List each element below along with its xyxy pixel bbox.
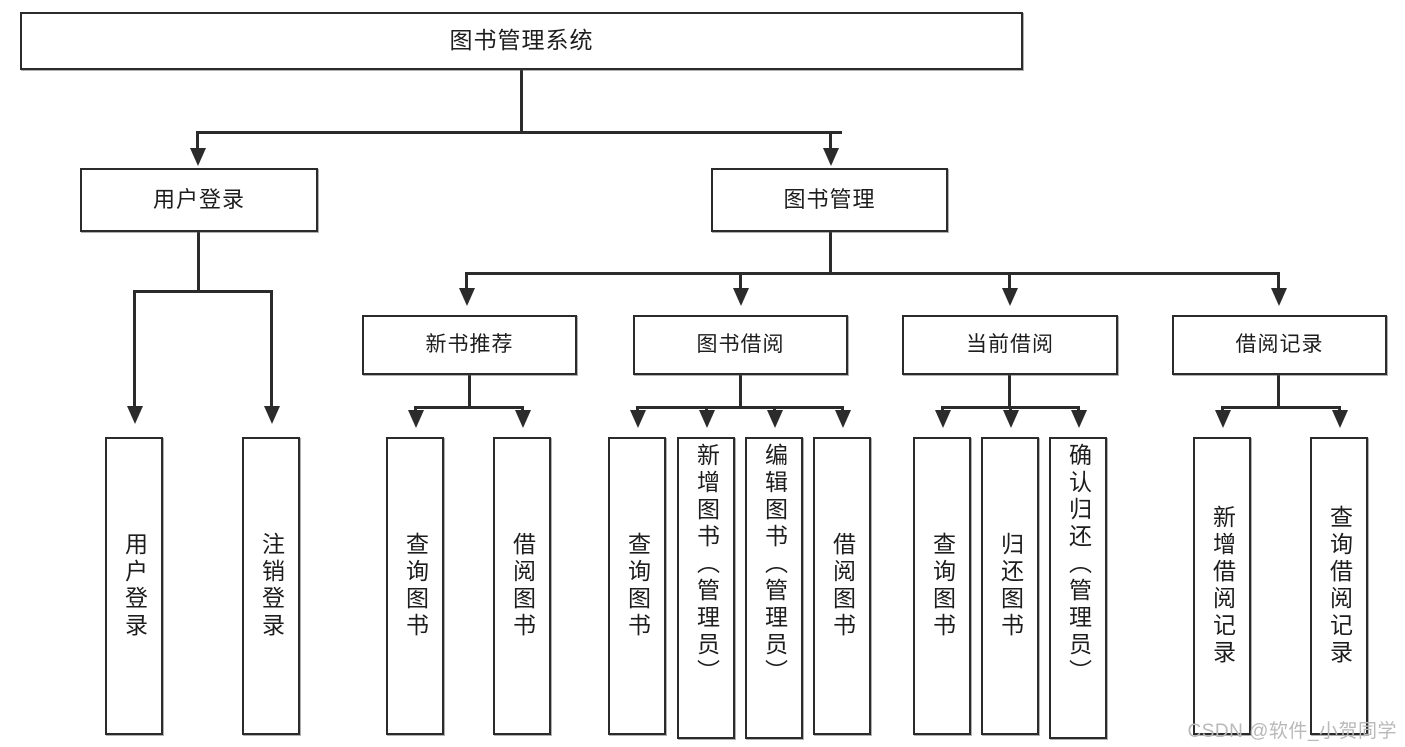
node-label: 新增图书（管理员） [693,443,720,686]
node-label: 确认归还（管理员） [1065,443,1092,686]
connector-borrow-record-stem [1277,375,1280,408]
arrowhead-new-book [459,288,475,306]
node-label: 图书借阅 [696,333,785,357]
leaf-user-login-login[interactable]: 用户登录 [105,437,163,735]
connector-current-borrow-drop-3 [1077,406,1080,412]
leaf-new-book-borrow-book[interactable]: 借阅图书 [493,437,551,735]
arrowhead-user-login [190,148,206,166]
arrowhead-book-mgmt [823,148,839,166]
node-borrow-record[interactable]: 借阅记录 [1172,315,1387,375]
connector-new-book-drop-1 [414,406,417,412]
leaf-current-borrow-confirm-return-admin[interactable]: 确认归还（管理员） [1049,437,1107,739]
node-root-library-management-system[interactable]: 图书管理系统 [20,12,1023,70]
arrowhead-user-login-leaf-2 [264,406,280,424]
node-current-borrow[interactable]: 当前借阅 [902,315,1118,375]
csdn-watermark: CSDN @软件_小贺同学 [1187,721,1397,742]
leaf-book-borrow-edit-book-admin[interactable]: 编辑图书（管理员） [745,437,803,739]
arrowhead-new-book-leaf-1 [408,410,424,428]
leaf-book-borrow-query-book[interactable]: 查询图书 [608,437,666,735]
arrowhead-book-borrow-leaf-4 [835,410,851,428]
connector-book-borrow-drop-4 [841,406,844,412]
arrowhead-book-borrow-leaf-2 [699,410,715,428]
connector-book-borrow-bus [636,406,842,409]
node-book-borrow[interactable]: 图书借阅 [633,315,848,375]
connector-user-login-bus [133,290,270,293]
connector-new-book-bus [414,406,522,409]
arrowhead-borrow-record [1271,288,1287,306]
node-book-management[interactable]: 图书管理 [711,168,948,232]
connector-user-login-stem [197,232,200,292]
leaf-book-borrow-add-book-admin[interactable]: 新增图书（管理员） [677,437,735,739]
arrowhead-borrow-record-leaf-1 [1215,410,1231,428]
arrowhead-book-borrow-leaf-3 [767,410,783,428]
connector-new-book-stem [468,375,471,408]
node-label: 查询图书 [929,532,956,640]
connector-current-borrow-drop-2 [1009,406,1012,412]
connector-user-login-drop-1 [133,290,136,409]
connector-current-borrow-stem [1008,375,1011,408]
arrowhead-current-borrow-leaf-2 [1003,410,1019,428]
node-label: 查询图书 [624,532,651,640]
arrowhead-current-borrow-leaf-1 [935,410,951,428]
connector-root-bus [196,131,842,134]
connector-borrow-record-bus [1221,406,1338,409]
node-label: 图书管理 [783,186,876,212]
node-new-book-recommend[interactable]: 新书推荐 [362,315,577,375]
node-label: 借阅图书 [509,532,536,640]
node-label: 借阅图书 [829,532,856,640]
arrowhead-borrow-record-leaf-2 [1332,410,1348,428]
node-label: 编辑图书（管理员） [761,443,788,686]
node-user-login[interactable]: 用户登录 [80,168,318,232]
connector-book-mgmt-bus [465,272,1280,275]
connector-borrow-record-drop-2 [1338,406,1341,412]
connector-book-borrow-drop-1 [636,406,639,412]
leaf-new-book-query-book[interactable]: 查询图书 [386,437,444,735]
arrowhead-user-login-leaf-1 [127,406,143,424]
connector-book-borrow-drop-3 [773,406,776,412]
arrowhead-book-borrow-leaf-1 [630,410,646,428]
node-label: 新增借阅记录 [1209,505,1236,667]
connector-borrow-record-drop-1 [1221,406,1224,412]
connector-new-book-drop-2 [521,406,524,412]
arrowhead-current-borrow-leaf-3 [1071,410,1087,428]
connector-book-borrow-stem [739,375,742,408]
node-label: 归还图书 [997,532,1024,640]
leaf-current-borrow-return-book[interactable]: 归还图书 [981,437,1039,735]
node-label: 借阅记录 [1235,333,1324,357]
node-label: 用户登录 [152,186,245,212]
connector-book-mgmt-drop-4 [1277,272,1280,290]
connector-user-login-drop-2 [270,290,273,409]
connector-book-mgmt-drop-1 [465,272,468,290]
connector-book-mgmt-drop-3 [1008,272,1011,290]
arrowhead-current-borrow [1002,288,1018,306]
leaf-borrow-record-add-record[interactable]: 新增借阅记录 [1193,437,1251,735]
connector-current-borrow-drop-1 [941,406,944,412]
arrowhead-new-book-leaf-2 [515,410,531,428]
node-label: 查询图书 [402,532,429,640]
node-label: 新书推荐 [425,333,514,357]
connector-root-to-book-mgmt [829,131,832,151]
node-label: 注销登录 [258,532,285,640]
node-label: 图书管理系统 [449,27,594,54]
leaf-user-login-logout[interactable]: 注销登录 [242,437,300,735]
arrowhead-book-borrow [733,288,749,306]
leaf-book-borrow-borrow-book[interactable]: 借阅图书 [813,437,871,735]
connector-book-mgmt-drop-2 [739,272,742,290]
leaf-current-borrow-query-book[interactable]: 查询图书 [913,437,971,735]
node-label: 查询借阅记录 [1326,505,1353,667]
connector-root-stem [520,70,523,132]
node-label: 用户登录 [121,532,148,640]
connector-root-to-user-login [196,131,199,151]
leaf-borrow-record-query-record[interactable]: 查询借阅记录 [1310,437,1368,735]
node-label: 当前借阅 [966,333,1054,357]
connector-book-borrow-drop-2 [705,406,708,412]
connector-book-mgmt-stem [829,232,832,274]
